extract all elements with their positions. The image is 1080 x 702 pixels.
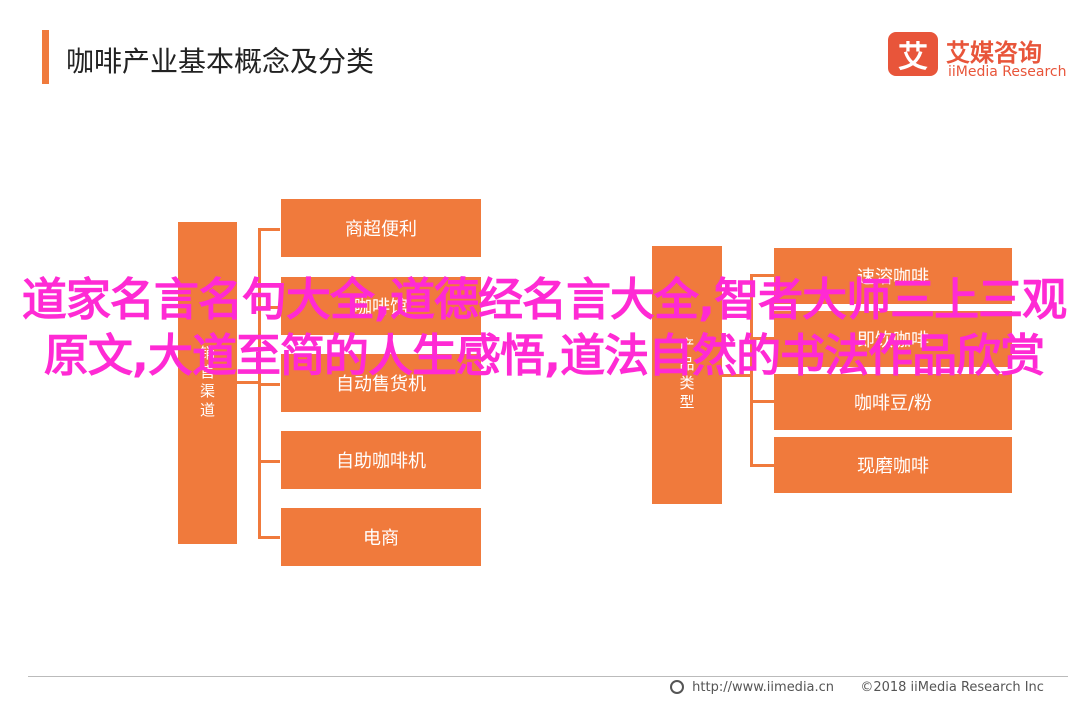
footer-copyright: ©2018 iiMedia Research Inc (860, 680, 1044, 695)
product-node: 现磨咖啡 (774, 437, 1012, 493)
title-accent-bar (42, 30, 49, 84)
channel-node: 自助咖啡机 (281, 431, 481, 489)
connector (750, 337, 774, 340)
connector (750, 464, 774, 467)
connector (722, 374, 752, 377)
brand-name-cn: 艾媒咨询 (946, 39, 1042, 67)
connector (258, 536, 280, 539)
connector (237, 381, 259, 384)
brand-logo-icon: 艾 (888, 32, 938, 76)
connector (258, 460, 280, 463)
globe-icon (670, 680, 684, 694)
overlay-caption: 道家名言名句大全,道德经名言大全,智者大师三上三观原文,大道至简的人生感悟,道法… (21, 273, 1067, 382)
channel-node: 电商 (281, 508, 481, 566)
channel-node: 咖啡馆 (281, 277, 481, 335)
brand-name-en: iiMedia Research (948, 64, 1067, 80)
connector (750, 400, 774, 403)
connector (750, 274, 774, 277)
page-title: 咖啡产业基本概念及分类 (66, 45, 375, 78)
connector (258, 306, 280, 309)
category-product-type: 产品类型 (652, 246, 722, 504)
connector (258, 228, 280, 231)
product-node: 咖啡豆/粉 (774, 374, 1012, 430)
footer: http://www.iimedia.cn ©2018 iiMedia Rese… (670, 680, 1044, 695)
connector (258, 383, 280, 386)
product-node: 即饮咖啡 (774, 311, 1012, 367)
channel-node: 商超便利 (281, 199, 481, 257)
connector (750, 274, 753, 466)
channel-node: 自动售货机 (281, 354, 481, 412)
footer-divider (28, 676, 1068, 677)
category-sales-channel: 销售渠道 (178, 222, 237, 544)
product-node: 速溶咖啡 (774, 248, 1012, 304)
footer-url[interactable]: http://www.iimedia.cn (692, 680, 835, 695)
